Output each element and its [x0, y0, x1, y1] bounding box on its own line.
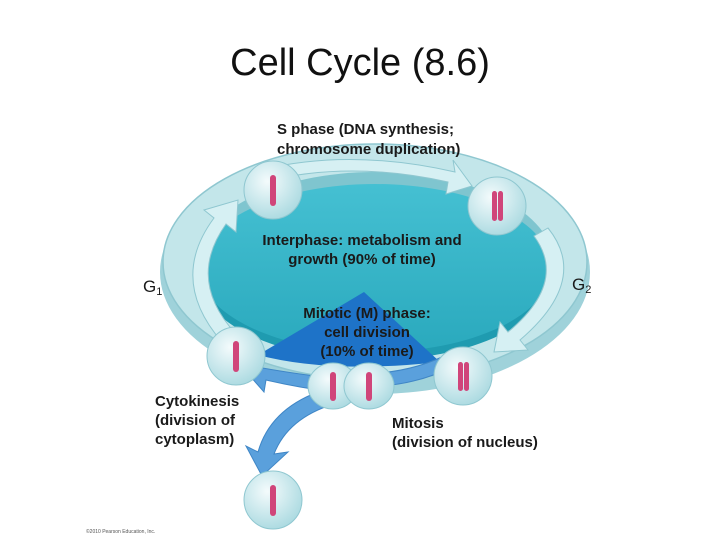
cell-mitosis — [433, 346, 493, 406]
cell-g1 — [206, 326, 266, 386]
g1-label: G1 — [143, 277, 162, 298]
interphase-label: Interphase: metabolism and — [262, 232, 461, 249]
mitotic-phase-label: Mitotic (M) phase: — [303, 305, 431, 322]
mitotic-phase-label-line2: cell division — [324, 324, 410, 341]
cell-g2 — [467, 176, 527, 236]
interphase-label-line2: growth (90% of time) — [288, 251, 436, 268]
s-phase-label-line2: chromosome duplication) — [277, 141, 460, 158]
g1-arrow — [192, 199, 239, 343]
cell-dividing — [307, 362, 395, 410]
copyright-notice: ©2010 Pearson Education, Inc. — [86, 528, 155, 535]
mitosis-label-line2: (division of nucleus) — [392, 434, 538, 451]
cytokinesis-label: Cytokinesis — [155, 393, 239, 410]
cell-daughter — [243, 470, 303, 530]
cytokinesis-label-line2: (division of — [155, 412, 236, 429]
g2-arrow — [493, 227, 565, 353]
s-phase-label: S phase (DNA synthesis; — [277, 121, 454, 138]
s-phase-arrow — [259, 158, 473, 195]
daughter-cell-arrow — [244, 391, 336, 477]
cytokinesis-label-line3: cytoplasm) — [155, 431, 234, 448]
mitosis-label: Mitosis — [392, 415, 444, 432]
mitotic-phase-label-line3: (10% of time) — [320, 343, 413, 360]
cell-s-phase — [243, 160, 303, 220]
g2-label: G2 — [572, 275, 591, 296]
slide-title: Cell Cycle (8.6) — [230, 42, 490, 84]
interphase-disc — [199, 184, 551, 360]
mitotic-phase-wedge — [258, 292, 440, 367]
